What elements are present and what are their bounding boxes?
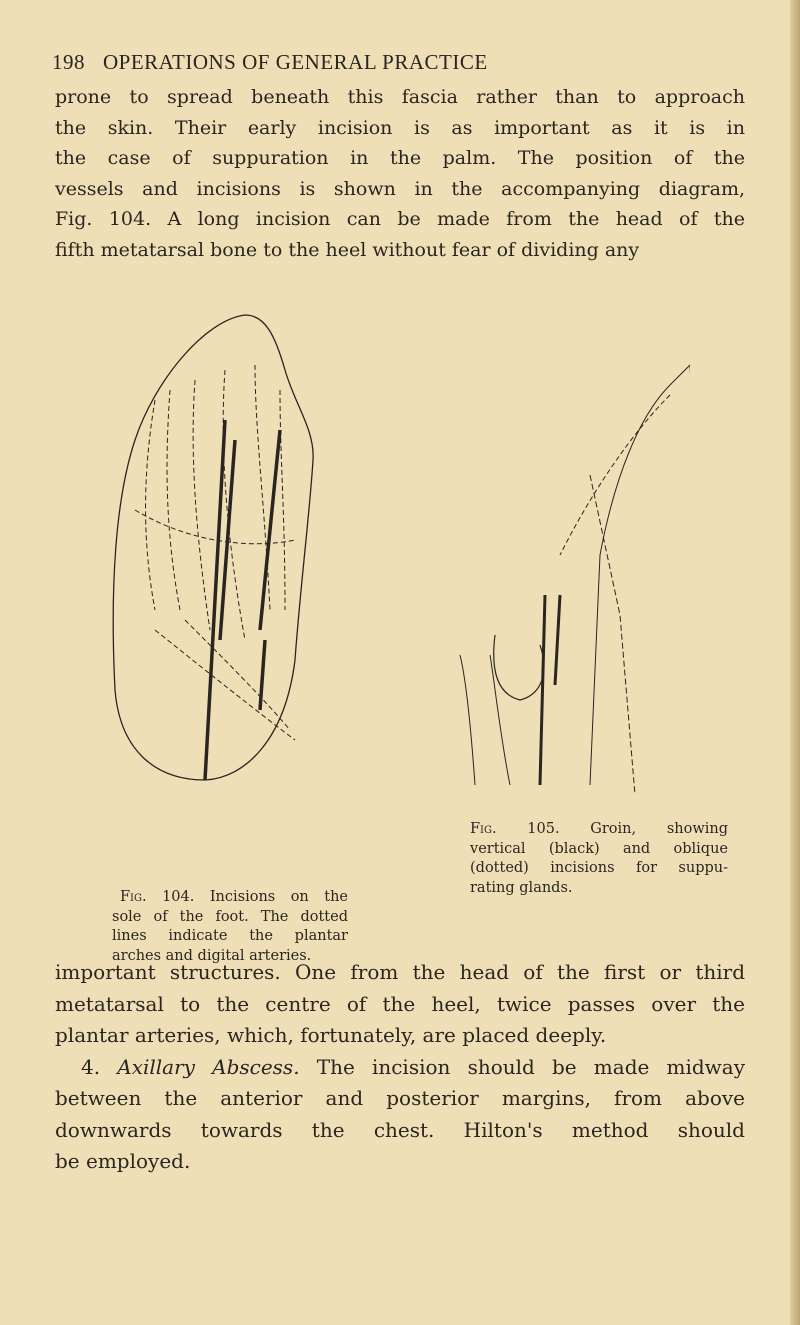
top-paragraph: prone to spread beneath this fascia rath… [55,82,745,265]
figure-105-caption: Fig. 105. Groin, showing vertical (black… [470,820,728,898]
figure-label: Fig. 105. [470,821,560,837]
caption-line: vertical (black) and oblique [470,840,728,857]
figure-105-groin-diagram [459,364,690,796]
caption-text: Groin, showing [590,821,728,837]
caption-text: Incisions on the [209,889,348,905]
text-line: prone to spread beneath this fascia rath… [55,86,745,108]
running-title: OPERATIONS OF GENERAL PRACTICE [103,50,488,74]
section-number: 4. [81,1054,101,1079]
figure-104-foot-diagram [112,314,314,781]
text-line: the case of suppuration in the palm. The… [55,147,745,169]
section-title: Axillary Abscess. [117,1054,300,1079]
text-line: metatarsal to the centre of the heel, tw… [55,991,745,1016]
figure-104-caption: Fig. 104. Incisions on the sole of the f… [112,888,348,966]
section-heading-line: 4. Axillary Abscess. The incision should… [55,1052,745,1084]
text-line: the skin. Their early incision is as imp… [55,116,745,139]
text-line: fifth metatarsal bone to the heel withou… [55,238,640,261]
caption-line: sole of the foot. The dotted [112,908,348,925]
text-line: vessels and incisions is shown in the ac… [55,177,745,200]
caption-line: arches and digital arteries. [112,947,312,964]
page-edge [790,0,800,1325]
figure-label: Fig. 104. [120,889,195,905]
text-line: between the anterior and posterior margi… [55,1086,745,1110]
text-line: important structures. One from the head … [55,960,745,984]
text: The incision should be made midway [316,1054,746,1079]
caption-line: (dotted) incisions for suppu- [470,860,728,876]
running-header: 198 OPERATIONS OF GENERAL PRACTICE [52,50,752,75]
text-line: Fig. 104. A long incision can be made fr… [55,208,745,230]
text-line: plantar arteries, which, fortunately, ar… [55,1023,607,1047]
text-line: downwards towards the chest. Hilton's me… [55,1117,745,1142]
text-line: be employed. [55,1149,191,1173]
page-number: 198 [52,50,85,74]
caption-line: rating glands. [470,879,573,896]
bottom-paragraph: important structures. One from the head … [55,957,745,1178]
caption-line: lines indicate the plantar [112,928,348,944]
